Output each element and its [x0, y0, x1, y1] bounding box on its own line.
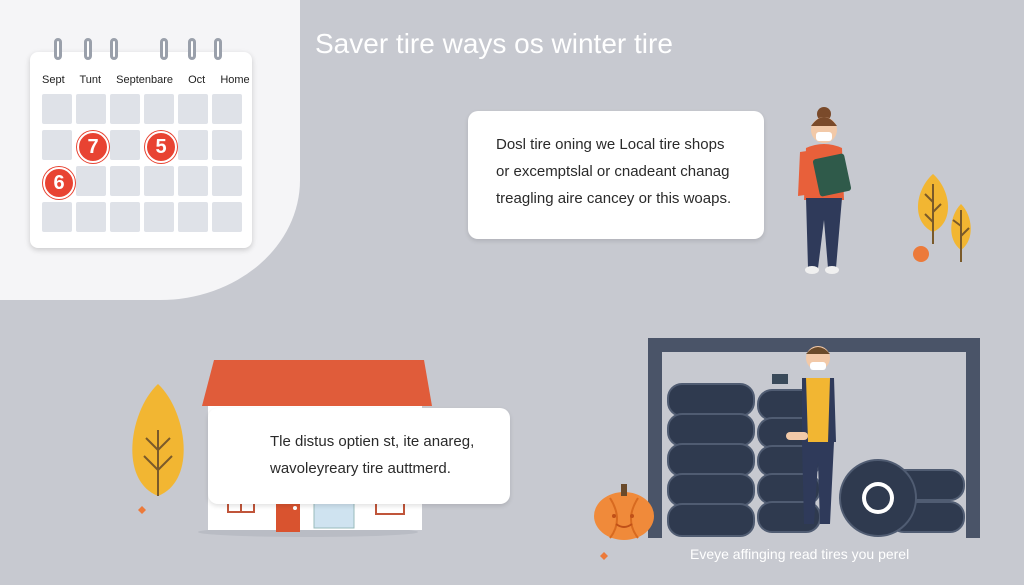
info-card: Dosl tire oning we Local tire shops or e… [468, 111, 764, 239]
calendar-day [212, 202, 242, 232]
info-card-line: or excemptslal or cnadeant chanag [496, 163, 730, 180]
calendar-ring-icon [188, 38, 196, 60]
page-title: Saver tire ways os winter tire [315, 28, 673, 59]
info-card-line: Dosl tire oning we Local tire shops [496, 136, 725, 153]
person-with-folder-icon [798, 107, 852, 274]
calendar-day [144, 166, 174, 196]
calendar-day-badge: 7 [77, 131, 109, 163]
calendar-day [144, 94, 174, 124]
calendar-day [76, 202, 106, 232]
calendar-day [42, 130, 72, 160]
calendar-ring-icon [54, 38, 62, 60]
calendar-day-highlight: 6 [42, 166, 75, 199]
calendar-day [212, 94, 242, 124]
calendar-day [110, 94, 140, 124]
calendar-day [178, 166, 208, 196]
autumn-tree-icon [132, 384, 184, 514]
calendar-day [178, 202, 208, 232]
calendar-month: Tunt [79, 74, 102, 86]
calendar-months: Sept Tunt Septenbare Oct Home [42, 74, 250, 86]
calendar-day-highlight: 7 [76, 130, 109, 163]
calendar-ring-icon [84, 38, 92, 60]
calendar-day [76, 166, 106, 196]
calendar: Sept Tunt Septenbare Oct Home 7 5 6 [30, 38, 252, 248]
calendar-month: Oct [188, 74, 206, 86]
autumn-tree-icon [913, 174, 971, 262]
garage-tires-icon [648, 338, 980, 538]
calendar-day [178, 130, 208, 160]
calendar-day [110, 202, 140, 232]
calendar-month: Sept [42, 74, 65, 86]
home-card-line: Tle distus optien st, ite anareg, [270, 433, 475, 450]
calendar-day [110, 166, 140, 196]
calendar-ring-icon [160, 38, 168, 60]
calendar-day-badge: 5 [145, 131, 177, 163]
calendar-day [42, 94, 72, 124]
calendar-day [144, 202, 174, 232]
calendar-day [178, 94, 208, 124]
calendar-day [110, 130, 140, 160]
calendar-day [212, 130, 242, 160]
calendar-month: Home [220, 74, 250, 86]
home-card-line: wavoleyreary tire auttmerd. [270, 460, 451, 477]
calendar-day-highlight: 5 [144, 130, 177, 163]
calendar-grid: 7 5 6 [42, 94, 242, 232]
info-card-line: treagling aire cancey or this woaps. [496, 190, 732, 207]
pumpkin-icon [594, 484, 654, 560]
calendar-month: Septenbare [116, 74, 174, 86]
calendar-ring-icon [214, 38, 222, 60]
calendar-day [76, 94, 106, 124]
calendar-day [42, 202, 72, 232]
calendar-day [212, 166, 242, 196]
home-card: Tle distus optien st, ite anareg, wavole… [208, 408, 510, 504]
calendar-ring-icon [110, 38, 118, 60]
footer-text: Eveye affinging read tires you perel [690, 546, 910, 562]
calendar-day-badge: 6 [43, 167, 75, 199]
